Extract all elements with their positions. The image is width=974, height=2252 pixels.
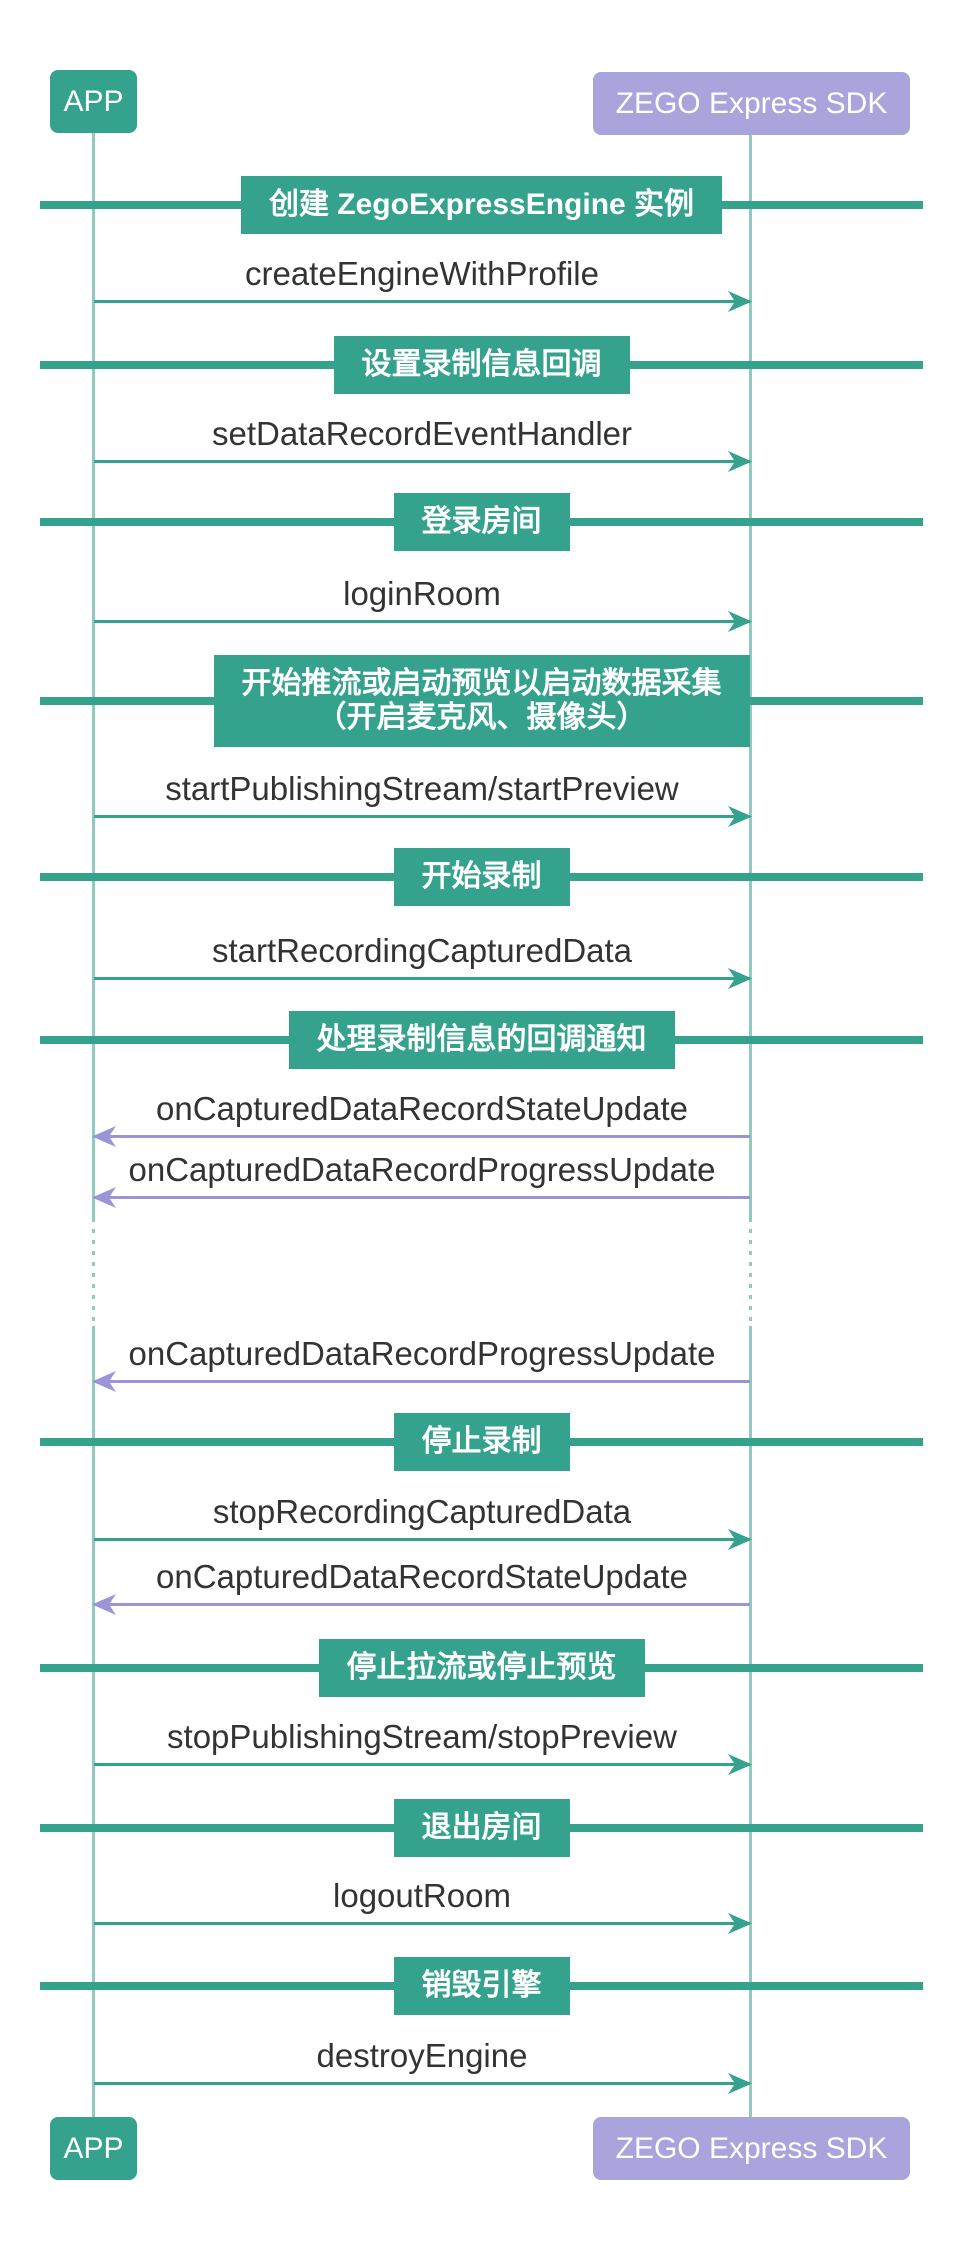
message-destroy-engine: destroyEngine (94, 2035, 752, 2094)
message-start-publish: startPublishingStream/startPreview (94, 768, 752, 827)
section-label: 处理录制信息的回调通知 (288, 1011, 675, 1069)
section-label: 登录房间 (393, 493, 570, 551)
message-label: onCapturedDataRecordProgressUpdate (128, 1335, 716, 1372)
arrow-right-icon (728, 1754, 752, 1775)
section-label: 创建 ZegoExpressEngine 实例 (240, 176, 723, 234)
arrow-right-icon (728, 1913, 752, 1934)
section-stop-stream: 停止拉流或停止预览 (40, 1639, 923, 1697)
message-label: onCapturedDataRecordStateUpdate (155, 1090, 688, 1127)
section-label: 退出房间 (393, 1799, 570, 1857)
message-line (94, 1196, 750, 1199)
section-label: 开始录制 (393, 848, 570, 906)
message-label: createEngineWithProfile (244, 255, 599, 292)
arrow-right-icon (728, 611, 752, 632)
section-label: 开始推流或启动预览以启动数据采集 （开启麦克风、摄像头） (213, 655, 750, 747)
message-line (94, 620, 750, 623)
message-state-update-1: onCapturedDataRecordStateUpdate (92, 1088, 750, 1147)
message-line (94, 1763, 750, 1766)
section-login-room: 登录房间 (40, 493, 923, 551)
message-label: onCapturedDataRecordProgressUpdate (128, 1151, 716, 1188)
section-label: 停止拉流或停止预览 (318, 1639, 645, 1697)
message-line (94, 977, 750, 980)
actor-sdk-label: ZEGO Express SDK (615, 2131, 888, 2165)
arrow-right-icon (728, 451, 752, 472)
arrow-left-icon (92, 1187, 116, 1208)
lifeline-sdk-solid-top (749, 135, 752, 1218)
section-logout-room: 退出房间 (40, 1799, 923, 1857)
section-handle-callbacks: 处理录制信息的回调通知 (40, 1011, 923, 1069)
message-state-update-2: onCapturedDataRecordStateUpdate (92, 1556, 750, 1615)
message-progress-update-2: onCapturedDataRecordProgressUpdate (92, 1333, 750, 1392)
arrow-right-icon (728, 806, 752, 827)
section-set-callback: 设置录制信息回调 (40, 336, 923, 394)
section-label: 停止录制 (393, 1413, 570, 1471)
message-label: stopRecordingCapturedData (212, 1493, 632, 1530)
lifeline-app-dotted-gap (92, 1218, 95, 1326)
actor-app-top: APP (50, 70, 137, 133)
message-label: logoutRoom (333, 1877, 511, 1914)
arrow-right-icon (728, 291, 752, 312)
arrow-left-icon (92, 1594, 116, 1615)
message-line (94, 1603, 750, 1606)
message-create-engine: createEngineWithProfile (94, 253, 752, 312)
arrow-right-icon (728, 968, 752, 989)
arrow-left-icon (92, 1126, 116, 1147)
message-label: destroyEngine (316, 2037, 528, 2074)
message-line (94, 2082, 750, 2085)
arrow-right-icon (728, 2073, 752, 2094)
message-progress-update-1: onCapturedDataRecordProgressUpdate (92, 1149, 750, 1208)
arrow-left-icon (92, 1371, 116, 1392)
message-line (94, 1922, 750, 1925)
section-start-capture: 开始推流或启动预览以启动数据采集 （开启麦克风、摄像头） (40, 655, 923, 747)
message-logout-room: logoutRoom (94, 1875, 752, 1934)
message-label: loginRoom (343, 575, 501, 612)
message-label: startRecordingCapturedData (211, 932, 633, 969)
actor-app-label: APP (63, 2131, 124, 2165)
section-label: 销毁引擎 (393, 1957, 570, 2015)
message-label: stopPublishingStream/stopPreview (167, 1718, 677, 1755)
message-line (94, 1135, 750, 1138)
message-line (94, 460, 750, 463)
section-start-record: 开始录制 (40, 848, 923, 906)
actor-app-label: APP (63, 84, 124, 118)
message-label: onCapturedDataRecordStateUpdate (155, 1558, 688, 1595)
actor-sdk-top: ZEGO Express SDK (593, 72, 910, 135)
message-stop-publish: stopPublishingStream/stopPreview (94, 1716, 752, 1775)
message-label: startPublishingStream/startPreview (165, 770, 679, 807)
actor-sdk-label: ZEGO Express SDK (615, 86, 888, 120)
lifeline-sdk-solid-bottom (749, 1326, 752, 2117)
actor-app-bottom: APP (50, 2117, 137, 2180)
lifeline-app-solid-bottom (92, 1326, 95, 2117)
actor-sdk-bottom: ZEGO Express SDK (593, 2117, 910, 2180)
message-start-recording: startRecordingCapturedData (94, 930, 752, 989)
message-line (94, 300, 750, 303)
message-login-room: loginRoom (94, 573, 752, 632)
section-label: 设置录制信息回调 (333, 336, 630, 394)
arrow-right-icon (728, 1529, 752, 1550)
message-label: setDataRecordEventHandler (211, 415, 633, 452)
section-stop-record: 停止录制 (40, 1413, 923, 1471)
message-line (94, 815, 750, 818)
message-line (94, 1380, 750, 1383)
message-stop-recording: stopRecordingCapturedData (94, 1491, 752, 1550)
section-create-engine: 创建 ZegoExpressEngine 实例 (40, 176, 923, 234)
lifeline-sdk-dotted-gap (749, 1218, 752, 1326)
lifeline-app-solid-top (92, 133, 95, 1218)
message-set-handler: setDataRecordEventHandler (94, 413, 752, 472)
message-line (94, 1538, 750, 1541)
section-destroy-engine: 销毁引擎 (40, 1957, 923, 2015)
